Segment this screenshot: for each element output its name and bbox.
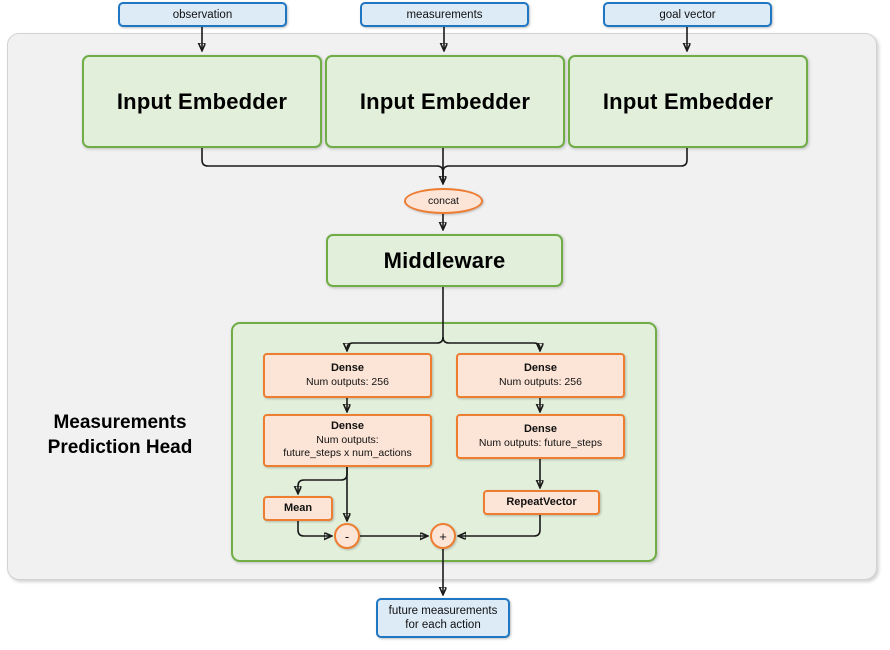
left-dense-1-outputs: Num outputs: 256	[306, 375, 389, 388]
input-embedder-3[interactable]: Input Embedder	[568, 55, 808, 148]
input-embedder-3-label: Input Embedder	[602, 88, 774, 114]
middleware-box[interactable]: Middleware	[326, 234, 563, 287]
input-embedder-2[interactable]: Input Embedder	[325, 55, 565, 148]
right-dense-1[interactable]: Dense Num outputs: 256	[456, 353, 625, 398]
right-dense-2-title: Dense	[523, 423, 558, 435]
left-dense-1-title: Dense	[330, 362, 365, 374]
output-label-line1: future measurements	[388, 605, 498, 617]
left-dense-2-title: Dense	[330, 420, 365, 433]
input-label-goal-vector: goal vector	[659, 8, 716, 21]
left-dense-2-outputs-line1: Num outputs:	[316, 433, 379, 446]
left-dense-1[interactable]: Dense Num outputs: 256	[263, 353, 432, 398]
input-label-observation: observation	[172, 8, 233, 21]
concat-label: concat	[428, 195, 459, 207]
right-dense-2-outputs: Num outputs: future_steps	[478, 436, 603, 449]
subtract-operator[interactable]: -	[334, 523, 360, 549]
input-box-goal-vector[interactable]: goal vector	[603, 2, 772, 27]
input-embedder-2-label: Input Embedder	[359, 88, 531, 114]
mean-box[interactable]: Mean	[263, 496, 333, 521]
repeat-vector-box[interactable]: RepeatVector	[483, 490, 600, 515]
add-operator[interactable]: +	[430, 523, 456, 549]
repeat-vector-label: RepeatVector	[506, 495, 577, 508]
left-dense-2[interactable]: Dense Num outputs: future_steps x num_ac…	[263, 414, 432, 467]
add-symbol: +	[439, 528, 447, 544]
output-box-future-measurements[interactable]: future measurements for each action	[376, 598, 510, 638]
subtract-symbol: -	[344, 528, 350, 544]
head-label-line2: Prediction Head	[47, 437, 193, 458]
left-dense-2-outputs-line2: future_steps x num_actions	[283, 447, 412, 460]
input-embedder-1[interactable]: Input Embedder	[82, 55, 322, 148]
measurements-prediction-head-label: Measurements Prediction Head	[20, 410, 220, 460]
right-dense-1-outputs: Num outputs: 256	[499, 375, 582, 388]
mean-label: Mean	[283, 501, 313, 514]
input-label-measurements: measurements	[406, 8, 483, 21]
input-embedder-1-label: Input Embedder	[116, 88, 288, 114]
output-label-line2: for each action	[405, 619, 481, 631]
middleware-label: Middleware	[383, 247, 506, 273]
concat-node[interactable]: concat	[404, 188, 483, 214]
input-box-observation[interactable]: observation	[118, 2, 287, 27]
input-box-measurements[interactable]: measurements	[360, 2, 529, 27]
right-dense-1-title: Dense	[523, 362, 558, 374]
right-dense-2[interactable]: Dense Num outputs: future_steps	[456, 414, 625, 459]
head-label-line1: Measurements	[53, 412, 187, 433]
